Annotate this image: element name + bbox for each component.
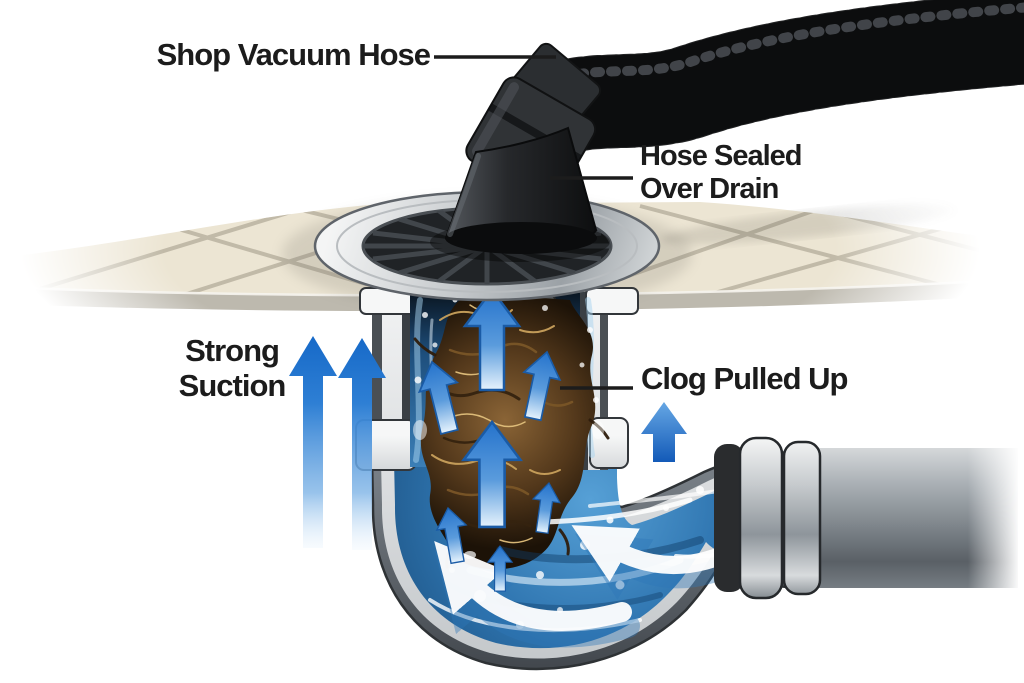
coupling-rubber-ring (714, 444, 744, 592)
label-hose-sealed-over-drain: Hose Sealed Over Drain (640, 140, 802, 206)
clog-pulled-up-arrow (641, 402, 687, 462)
outlet-pipe (714, 436, 1018, 600)
suction-arrow-1 (289, 336, 337, 548)
label-hose-sealed-line2: Over Drain (640, 173, 779, 206)
label-strong-suction-line2: Suction (178, 368, 287, 404)
coupling-ring-2 (782, 440, 822, 596)
label-strong-suction-line1: Strong (185, 333, 280, 368)
bell-collar-right (585, 287, 639, 315)
hose-nozzle (444, 126, 598, 254)
label-shop-vacuum-hose: Shop Vacuum Hose (156, 37, 431, 72)
flow-arrow-bottom (434, 540, 632, 631)
suction-arrows (289, 336, 386, 550)
vacuum-hose (505, 0, 1024, 159)
leader-lines (434, 55, 633, 390)
hose-shadow (660, 203, 960, 245)
suction-arrow-2 (338, 338, 386, 550)
label-strong-suction: Strong Suction (150, 333, 314, 403)
hose-highlight (547, 2, 1024, 87)
outlet-pipe-body (812, 448, 1018, 588)
label-hose-sealed-line1: Hose Sealed (640, 140, 802, 172)
label-clog-pulled-up: Clog Pulled Up (641, 361, 848, 396)
coupling-ring-1 (738, 436, 784, 600)
hose-ribs (505, 0, 1024, 159)
